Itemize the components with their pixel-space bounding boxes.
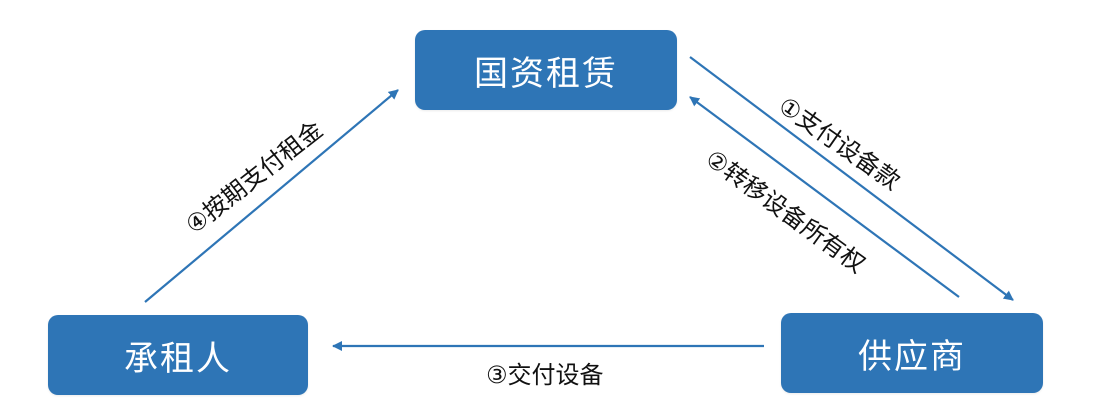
node-lessee: 承租人 — [48, 315, 308, 395]
node-guozi-leasing: 国资租赁 — [415, 30, 677, 110]
node-supplier: 供应商 — [781, 313, 1043, 393]
arrow-pay-rent — [144, 89, 399, 303]
arrow-transfer-ownership — [689, 96, 960, 298]
label-deliver-equipment: ③交付设备 — [486, 361, 604, 389]
arrow-pay-equipment — [689, 56, 1014, 301]
